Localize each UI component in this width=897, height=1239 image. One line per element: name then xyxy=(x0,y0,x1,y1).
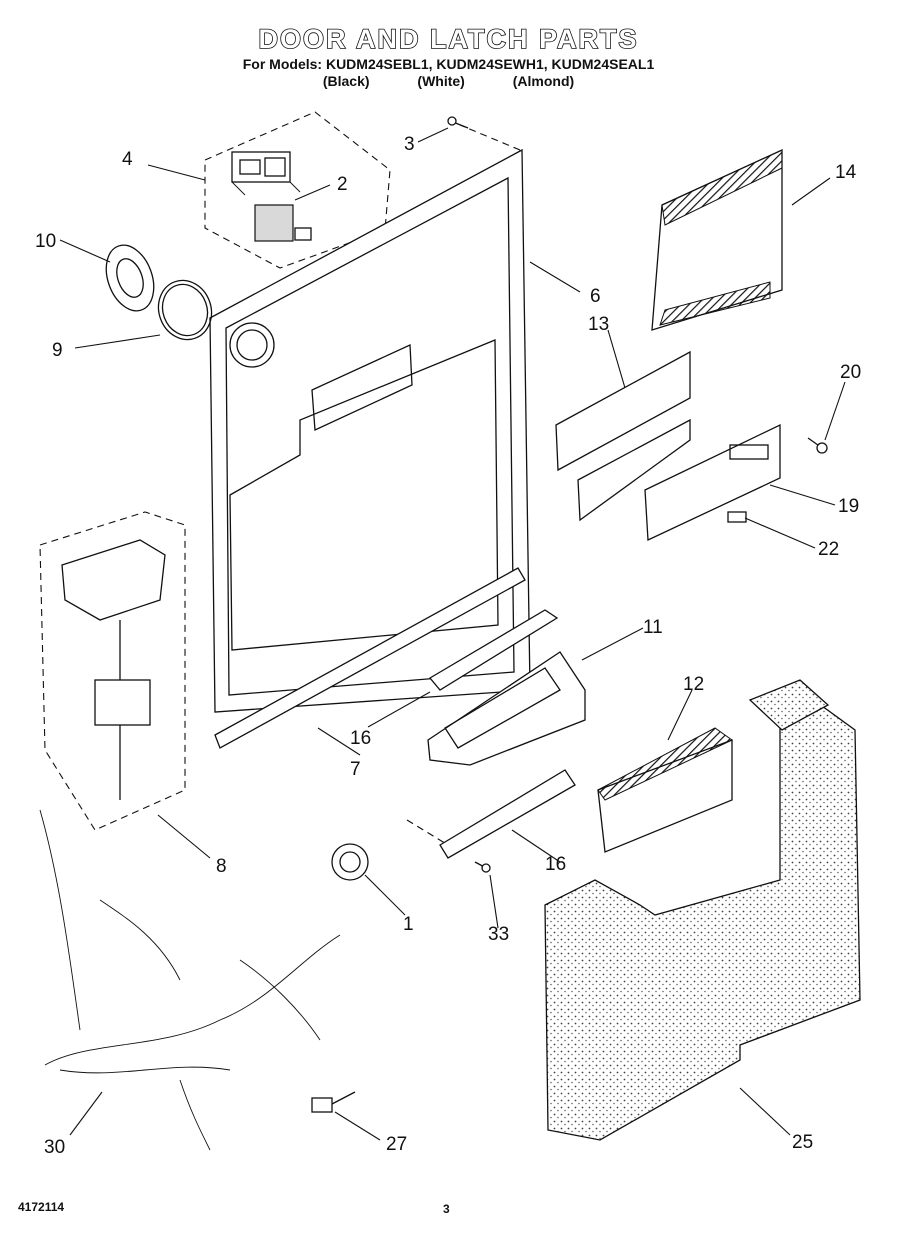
callout-12: 12 xyxy=(683,674,704,695)
callout-1: 1 xyxy=(403,914,414,935)
part-19-control-console xyxy=(644,423,781,541)
part-7-bottom-strip xyxy=(214,567,526,749)
callout-8: 8 xyxy=(216,856,227,877)
color-variants: (Black) (White) (Almond) xyxy=(0,73,897,90)
part-6-inner-door-panel xyxy=(209,124,531,713)
part-1-knob xyxy=(331,843,369,881)
variant-almond: (Almond) xyxy=(512,73,575,89)
part-13-bracket xyxy=(555,350,691,522)
callout-7: 7 xyxy=(350,759,361,780)
part-22-clip xyxy=(727,511,747,523)
callout-30: 30 xyxy=(44,1137,65,1158)
callout-numbers: 4 2 3 6 10 9 14 13 20 19 22 11 12 16 7 1… xyxy=(35,134,861,1158)
variant-black: (Black) xyxy=(322,73,370,89)
page-number: 3 xyxy=(443,1202,450,1216)
part-10-vent-cap xyxy=(105,244,155,312)
callout-9: 9 xyxy=(52,340,63,361)
callout-19: 19 xyxy=(838,496,859,517)
callout-11: 11 xyxy=(643,617,663,638)
part-4-latch-switch-assembly xyxy=(204,111,391,269)
callout-14: 14 xyxy=(835,162,857,183)
callout-25: 25 xyxy=(792,1132,813,1153)
page-title: DOOR AND LATCH PARTS xyxy=(258,23,639,55)
page-header: DOOR AND LATCH PARTS For Models: KUDM24S… xyxy=(0,22,897,90)
callout-27: 27 xyxy=(386,1134,407,1155)
callout-33: 33 xyxy=(488,924,509,945)
part-8-switch-assembly xyxy=(39,511,186,831)
callout-4: 4 xyxy=(122,149,133,170)
callout-22: 22 xyxy=(818,539,839,560)
callout-16-lower: 16 xyxy=(545,854,566,875)
callout-10: 10 xyxy=(35,231,56,252)
part-14-panel-insert xyxy=(651,148,783,331)
variant-white: (White) xyxy=(417,73,465,89)
part-25-foam-insulation xyxy=(544,679,861,1141)
part-2-switch-block xyxy=(254,204,312,242)
callout-2: 2 xyxy=(337,174,348,195)
part-27-connector xyxy=(311,1091,356,1113)
part-12-pad xyxy=(597,727,733,853)
part-30-wiring-harness xyxy=(39,809,341,1151)
part-number: 4172114 xyxy=(18,1200,65,1214)
part-33-screw xyxy=(474,861,491,873)
callout-16-upper: 16 xyxy=(350,728,371,749)
part-20-screw xyxy=(807,437,828,454)
part-16-handle-lower xyxy=(406,769,576,859)
part-9-gasket xyxy=(157,279,213,341)
callout-leaders xyxy=(59,127,846,1141)
callout-3: 3 xyxy=(404,134,415,155)
part-3-screw xyxy=(447,116,469,129)
callout-6: 6 xyxy=(590,286,601,307)
part-11-latch-assembly xyxy=(427,651,586,766)
callout-20: 20 xyxy=(840,362,861,383)
models-line: For Models: KUDM24SEBL1, KUDM24SEWH1, KU… xyxy=(242,56,655,72)
part-16-handle-upper xyxy=(429,609,559,691)
callout-13: 13 xyxy=(588,314,609,335)
